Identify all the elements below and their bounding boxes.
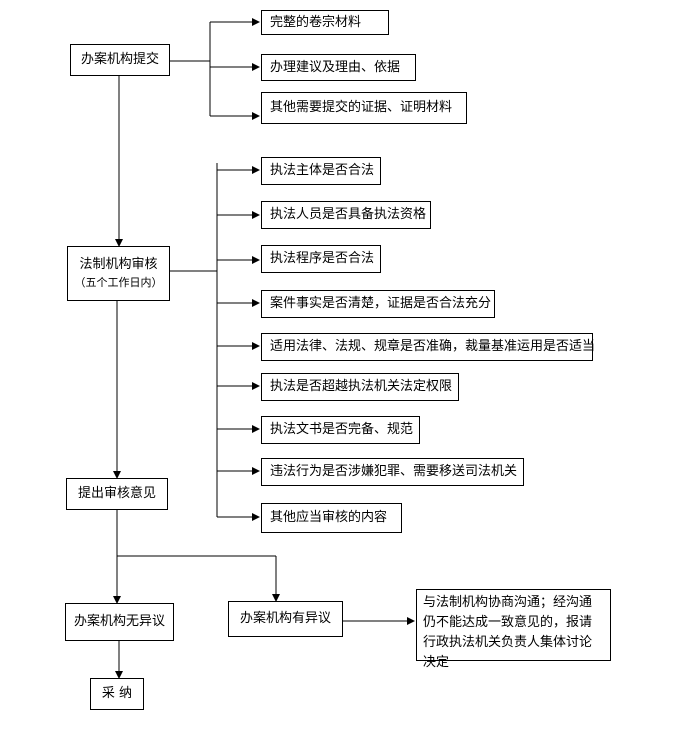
- review-item-5: 适用法律、法规、规章是否准确，裁量基准运用是否适当: [261, 333, 595, 361]
- submit-item-1: 完整的卷宗材料: [261, 10, 389, 35]
- review-note: （五个工作日内）: [74, 275, 163, 289]
- review-item-2: 执法人员是否具备执法资格: [261, 201, 431, 229]
- review-item-1: 执法主体是否合法: [261, 157, 381, 185]
- review-item-7: 执法文书是否完备、规范: [261, 416, 420, 444]
- submit-item-3: 其他需要提交的证据、证明材料: [261, 92, 467, 124]
- review-item-4: 案件事实是否清楚，证据是否合法充分: [261, 290, 495, 318]
- review-item-8: 违法行为是否涉嫌犯罪、需要移送司法机关: [261, 458, 524, 486]
- submit-box: 办案机构提交: [70, 44, 170, 76]
- adopt-box: 采 纳: [90, 678, 144, 710]
- review-item-6: 执法是否超越执法机关法定权限: [261, 373, 459, 401]
- review-item-9: 其他应当审核的内容: [261, 503, 402, 533]
- submit-item-2: 办理建议及理由、依据: [261, 54, 416, 81]
- review-item-3: 执法程序是否合法: [261, 245, 381, 273]
- review-title: 法制机构审核: [79, 256, 158, 272]
- objection-box: 办案机构有异议: [228, 601, 343, 637]
- opinion-box: 提出审核意见: [66, 478, 168, 510]
- no-objection-box: 办案机构无异议: [65, 603, 174, 641]
- review-box: 法制机构审核 （五个工作日内）: [67, 246, 170, 301]
- negotiate-box: 与法制机构协商沟通；经沟通仍不能达成一致意见的，报请行政执法机关负责人集体讨论决…: [416, 589, 611, 670]
